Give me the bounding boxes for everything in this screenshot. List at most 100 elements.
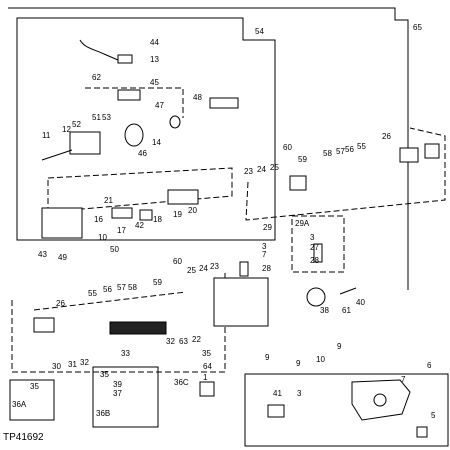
- callout-52: 52: [72, 120, 81, 129]
- callout-6: 6: [427, 361, 432, 370]
- pressure-switch: [117, 54, 133, 64]
- callout-25-left: 25: [187, 266, 196, 275]
- callout-27: 27: [310, 243, 319, 252]
- part-28-fitting: [239, 261, 249, 277]
- callout-44: 44: [150, 38, 159, 47]
- part-5-plug: [416, 426, 428, 438]
- part-48-sensor: [209, 97, 239, 109]
- part-38-flange: [306, 287, 326, 307]
- callout-57-top: 57: [336, 147, 345, 156]
- callout-36c: 36C: [174, 378, 189, 387]
- callout-9-a: 9: [265, 353, 270, 362]
- callout-24-left: 24: [199, 264, 208, 273]
- callout-54: 54: [255, 27, 264, 36]
- assembly-54-border: [16, 17, 276, 241]
- callout-46: 46: [138, 149, 147, 158]
- callout-19: 19: [173, 210, 182, 219]
- part-29a-valve: [313, 243, 323, 263]
- callout-56-left: 56: [103, 285, 112, 294]
- callout-48: 48: [193, 93, 202, 102]
- callout-61: 61: [342, 306, 351, 315]
- assembly-6-border: [244, 373, 449, 447]
- callout-32-right: 32: [166, 337, 175, 346]
- callout-29: 29: [263, 223, 272, 232]
- housing-port: [373, 393, 387, 407]
- callout-36a: 36A: [12, 400, 27, 409]
- callout-50: 50: [110, 245, 119, 254]
- solenoid-group-line: [85, 87, 184, 118]
- solenoid-body: [41, 207, 83, 239]
- part-41-fitting: [267, 404, 285, 418]
- callout-39: 39: [113, 380, 122, 389]
- callout-42: 42: [135, 221, 144, 230]
- callout-64: 64: [203, 362, 212, 371]
- callout-59-top: 59: [298, 155, 307, 164]
- callout-33: 33: [121, 349, 130, 358]
- callout-57-left: 57: [117, 283, 126, 292]
- callout-58-top: 58: [323, 149, 332, 158]
- callout-26-top: 26: [382, 132, 391, 141]
- bolt-11: [41, 149, 73, 161]
- callout-9-b: 9: [296, 359, 301, 368]
- callout-12: 12: [62, 125, 71, 134]
- callout-17: 17: [117, 226, 126, 235]
- callout-3-body: 3: [262, 242, 267, 251]
- callout-21: 21: [104, 196, 113, 205]
- callout-22: 22: [192, 335, 201, 344]
- callout-24-top: 24: [257, 165, 266, 174]
- callout-3-inset: 3: [310, 233, 315, 242]
- callout-35-inset-a: 35: [30, 382, 39, 391]
- callout-9-c: 9: [337, 342, 342, 351]
- callout-1-body: 1: [203, 373, 208, 382]
- callout-28-inset: 28: [310, 256, 319, 265]
- callout-55-top: 55: [357, 142, 366, 151]
- part-52-cover: [69, 131, 101, 155]
- callout-56-top: 56: [345, 145, 354, 154]
- callout-10: 10: [98, 233, 107, 242]
- callout-20: 20: [188, 206, 197, 215]
- callout-36b: 36B: [96, 409, 110, 418]
- part-59-piston: [289, 175, 307, 191]
- callout-30: 30: [52, 362, 61, 371]
- callout-35-inset-b: 35: [100, 370, 109, 379]
- callout-49: 49: [58, 253, 67, 262]
- callout-7-housing: 7: [401, 375, 406, 384]
- callout-23-top: 23: [244, 167, 253, 176]
- part-26-cap: [399, 147, 419, 163]
- callout-7-body: 7: [262, 250, 267, 259]
- callout-28-body: 28: [262, 264, 271, 273]
- part-40-bolt: [339, 287, 357, 295]
- callout-41: 41: [273, 389, 282, 398]
- callout-16: 16: [94, 215, 103, 224]
- callout-63: 63: [179, 337, 188, 346]
- callout-58-left: 58: [128, 283, 137, 292]
- callout-31: 31: [68, 360, 77, 369]
- callout-40: 40: [356, 298, 365, 307]
- part-47-plug: [169, 115, 181, 129]
- valve-body: [213, 277, 269, 327]
- callout-60-left: 60: [173, 257, 182, 266]
- callout-62: 62: [92, 73, 101, 82]
- callout-5: 5: [431, 411, 436, 420]
- inset-36b-box: [92, 366, 159, 428]
- callout-18: 18: [153, 215, 162, 224]
- part-42-spring: [111, 207, 133, 219]
- callout-35-body: 35: [202, 349, 211, 358]
- part-65-end: [424, 143, 440, 159]
- callout-51: 51: [92, 113, 101, 122]
- callout-14: 14: [152, 138, 161, 147]
- inset-36a-box: [9, 379, 55, 421]
- assembly-65-border: [8, 7, 409, 290]
- callout-47: 47: [155, 101, 164, 110]
- callout-55-left: 55: [88, 289, 97, 298]
- callout-10-lower: 10: [316, 355, 325, 364]
- spool-33-line: [33, 291, 187, 311]
- part-18-nut: [139, 209, 153, 221]
- right-spool-line: [245, 127, 446, 221]
- callout-60-top: 60: [283, 143, 292, 152]
- figure-id-label: TP41692: [3, 432, 44, 443]
- callout-38: 38: [320, 306, 329, 315]
- callout-65: 65: [413, 23, 422, 32]
- upper-spool-line: [47, 167, 233, 213]
